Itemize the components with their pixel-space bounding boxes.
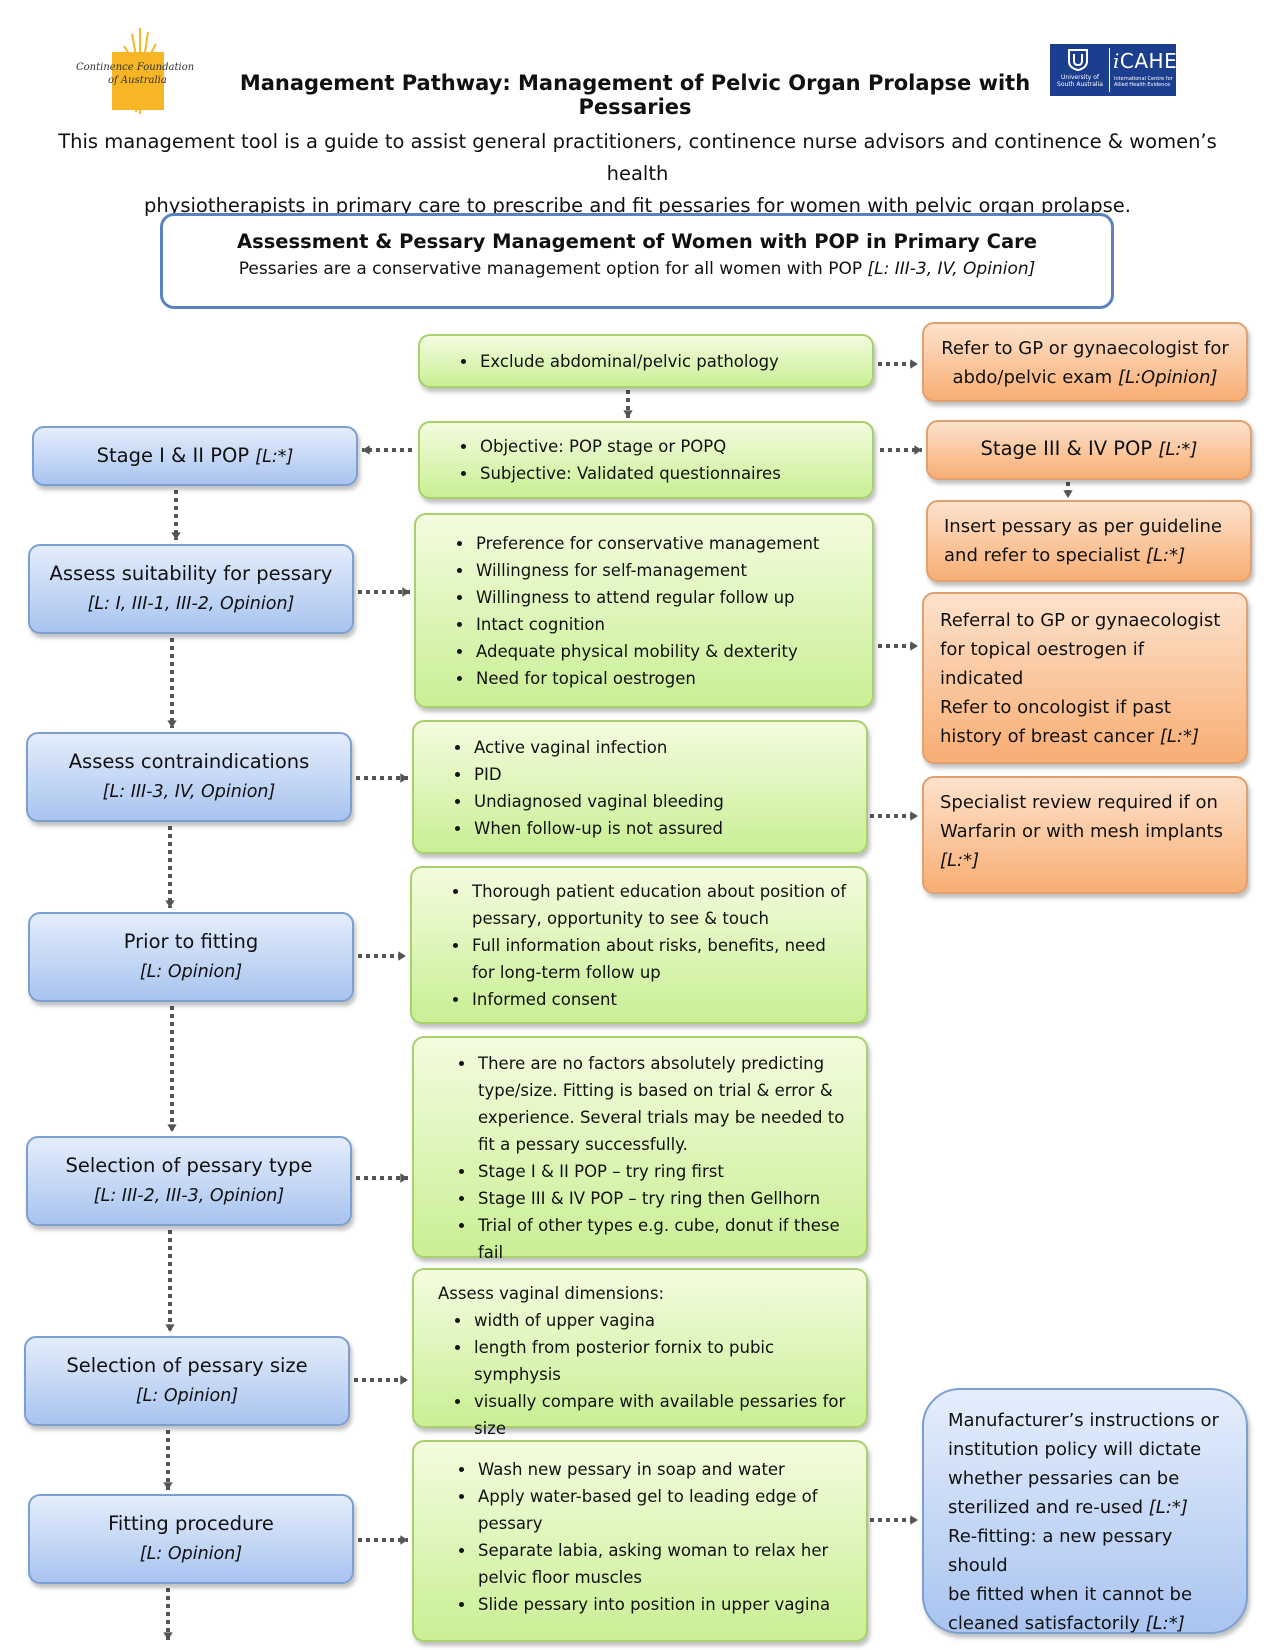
bullet-item: Thorough patient education about positio… <box>470 878 852 932</box>
bullet-item: Need for topical oestrogen <box>474 665 872 692</box>
bullet-item: Stage III & IV POP – try ring then Gellh… <box>476 1185 850 1212</box>
assess-suitability-box: Assess suitability for pessary[L: I, III… <box>28 544 354 634</box>
arrowhead-icon <box>1063 490 1073 498</box>
arrowhead-icon <box>167 720 177 728</box>
assess-contraindications-box: Assess contraindications[L: III-3, IV, O… <box>26 732 352 822</box>
bullet-item: Willingness to attend regular follow up <box>474 584 872 611</box>
icahe-subtitle: International Centre for Allied Health E… <box>1114 76 1173 88</box>
insert-pessary-box: Insert pessary as per guideline and refe… <box>926 500 1252 582</box>
bullet-item: Preference for conservative management <box>474 530 872 557</box>
arrowhead-icon <box>402 587 410 597</box>
bullet-item: Wash new pessary in soap and water <box>476 1456 852 1483</box>
page-title: Management Pathway: Management of Pelvic… <box>239 71 1031 119</box>
bullet-item: Exclude abdominal/pelvic pathology <box>478 348 872 375</box>
stage-3-4-box: Stage III & IV POP [L:*] <box>926 420 1252 480</box>
bullet-item: Slide pessary into position in upper vag… <box>476 1591 852 1618</box>
arrowhead-icon <box>914 445 922 455</box>
type-selection-box: There are no factors absolutely predicti… <box>412 1036 868 1262</box>
bullet-item: Informed consent <box>470 986 852 1013</box>
arrowhead-icon <box>400 1375 408 1385</box>
arrowhead-icon <box>400 773 408 783</box>
bullet-item: Apply water-based gel to leading edge of… <box>476 1483 852 1537</box>
arrowhead-icon <box>400 1173 408 1183</box>
bullet-item: Stage I & II POP – try ring first <box>476 1158 850 1185</box>
arrowhead-icon <box>910 811 918 821</box>
arrowhead-icon <box>171 532 181 540</box>
specialist-review-box: Specialist review required if on Warfari… <box>922 776 1248 894</box>
overview-heading: Assessment & Pessary Management of Women… <box>237 230 1037 253</box>
continence-foundation-logo: Continence Foundation of Australia <box>70 18 210 118</box>
staging-box: Objective: POP stage or POPQSubjective: … <box>418 421 874 499</box>
arrowhead-icon <box>910 1515 918 1525</box>
unisa-icahe-logo: University of South Australia iCAHE Inte… <box>1050 44 1178 96</box>
refer-gp-box: Refer to GP or gynaecologist for abdo/pe… <box>922 322 1248 402</box>
arrowhead-icon <box>398 951 406 961</box>
bullet-item: Trial of other types e.g. cube, donut if… <box>476 1212 850 1266</box>
contraindications-box: Active vaginal infectionPIDUndiagnosed v… <box>412 720 868 854</box>
arrowhead-icon <box>400 1535 408 1545</box>
icahe-brand: iCAHE <box>1113 49 1178 73</box>
arrowhead-icon <box>163 1632 173 1640</box>
bullet-item: width of upper vagina <box>472 1307 852 1334</box>
prior-fitting-box: Thorough patient education about positio… <box>410 866 868 1024</box>
shield-icon <box>1068 49 1088 71</box>
pessary-size-box: Selection of pessary size[L: Opinion] <box>24 1336 350 1426</box>
arrowhead-icon <box>167 1124 177 1132</box>
bullet-item: Active vaginal infection <box>472 734 866 761</box>
arrowhead-icon <box>623 410 633 418</box>
intro-text: This management tool is a guide to assis… <box>58 130 1217 217</box>
exclude-pathology-box: Exclude abdominal/pelvic pathology <box>418 334 874 388</box>
pessary-type-box: Selection of pessary type[L: III-2, III-… <box>26 1136 352 1226</box>
bullet-item: Separate labia, asking woman to relax he… <box>476 1537 852 1591</box>
bullet-item: Intact cognition <box>474 611 872 638</box>
fitting-procedure-box: Fitting procedure[L: Opinion] <box>28 1494 354 1584</box>
bullet-item: Objective: POP stage or POPQ <box>478 433 872 460</box>
size-selection-lead: Assess vaginal dimensions: <box>438 1284 665 1303</box>
overview-subtext: Pessaries are a conservative management … <box>238 259 1036 279</box>
fitting-steps-box: Wash new pessary in soap and waterApply … <box>412 1440 868 1642</box>
bullet-item: Willingness for self-management <box>474 557 872 584</box>
arrowhead-icon <box>910 641 918 651</box>
bullet-item: Undiagnosed vaginal bleeding <box>472 788 866 815</box>
arrowhead-icon <box>362 445 370 455</box>
bullet-item: length from posterior fornix to pubic sy… <box>472 1334 852 1388</box>
bullet-item: Subjective: Validated questionnaires <box>478 460 872 487</box>
logo-text-line2: of Australia <box>108 75 167 86</box>
bullet-item: When follow-up is not assured <box>472 815 866 842</box>
prior-to-fitting-box: Prior to fitting[L: Opinion] <box>28 912 354 1002</box>
bullet-item: PID <box>472 761 866 788</box>
suitability-criteria-box: Preference for conservative managementWi… <box>414 513 874 708</box>
arrowhead-icon <box>165 1324 175 1332</box>
bullet-item: There are no factors absolutely predicti… <box>476 1050 850 1158</box>
arrowhead-icon <box>165 900 175 908</box>
stage-1-2-box: Stage I & II POP [L:*] <box>32 426 358 486</box>
oestrogen-referral-box: Referral to GP or gynaecologist for topi… <box>922 592 1248 764</box>
bullet-item: visually compare with available pessarie… <box>472 1388 852 1442</box>
bullet-item: Adequate physical mobility & dexterity <box>474 638 872 665</box>
university-name: University of South Australia <box>1057 74 1103 88</box>
reuse-policy-bubble: Manufacturer’s instructions or instituti… <box>922 1388 1248 1634</box>
logo-text-line1: Continence Foundation <box>76 62 195 73</box>
overview-box: Assessment & Pessary Management of Women… <box>160 213 1114 309</box>
arrowhead-icon <box>163 1482 173 1490</box>
bullet-item: Full information about risks, benefits, … <box>470 932 852 986</box>
arrowhead-icon <box>910 359 918 369</box>
size-selection-box: Assess vaginal dimensions: width of uppe… <box>412 1268 868 1438</box>
